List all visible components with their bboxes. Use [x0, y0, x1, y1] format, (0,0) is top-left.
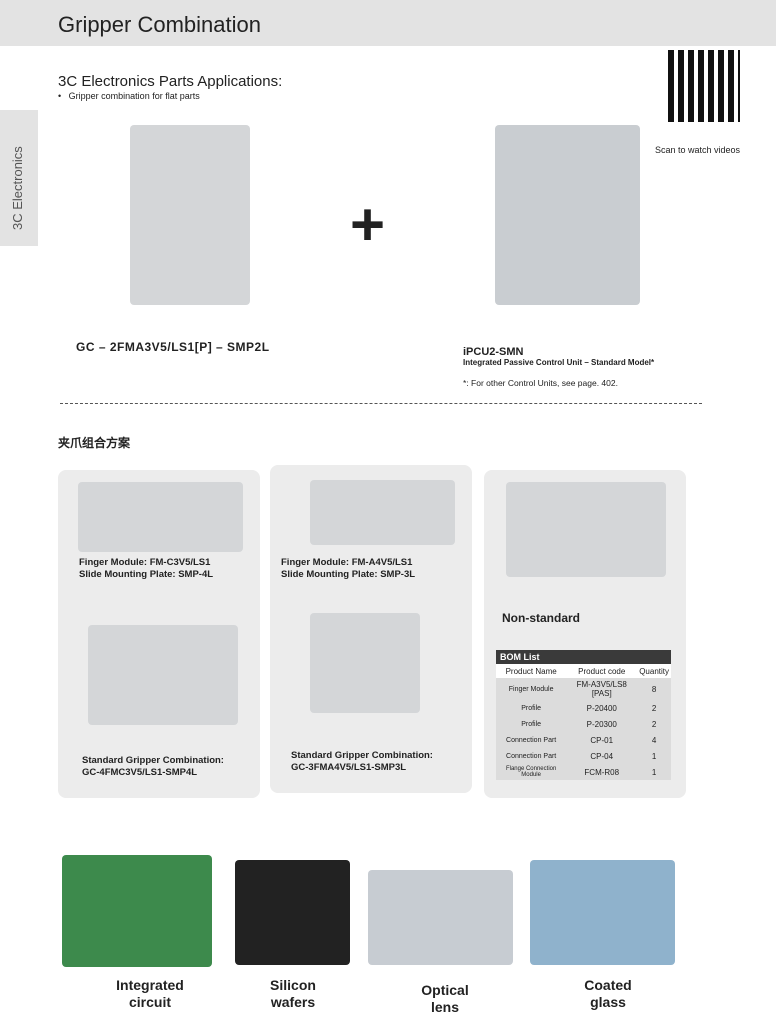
glass-image — [530, 860, 675, 965]
app-caption: Integrated circuit — [116, 977, 184, 1010]
section-title: 夹爪组合方案 — [58, 436, 131, 450]
app-caption: Silicon wafers — [270, 977, 316, 1010]
plus-icon: + — [350, 191, 386, 258]
nonstandard-label: Non-standard — [502, 611, 580, 625]
qr-caption: Scan to watch videos — [655, 145, 741, 155]
finger-module: Finger Module: FM-C3V5/LS1 — [79, 557, 211, 568]
combo-label: Standard Gripper Combination: — [291, 750, 433, 761]
side-tab-label: 3C Electronics — [10, 146, 25, 230]
combo-model: GC-3FMA4V5/LS1-SMP3L — [291, 762, 407, 773]
side-tab: 3C Electronics — [0, 110, 38, 246]
combo-model: GC-4FMC3V5/LS1-SMP4L — [82, 767, 198, 778]
nonstandard-image — [506, 482, 666, 577]
col-header: Quantity — [637, 664, 671, 678]
control-desc: Integrated Passive Control Unit – Standa… — [463, 358, 655, 367]
finger-module: Finger Module: FM-A4V5/LS1 — [281, 557, 413, 568]
gripper-image — [130, 125, 250, 305]
qr-code-icon[interactable] — [668, 50, 740, 122]
control-model: iPCU2-SMN — [463, 346, 524, 358]
mounting-plate: Slide Mounting Plate: SMP-3L — [281, 569, 416, 580]
module-image — [310, 480, 455, 545]
app-caption: Optical lens — [421, 982, 469, 1015]
app-caption: Coated glass — [584, 977, 632, 1010]
intro-bullet: • Gripper combination for flat parts — [58, 91, 200, 101]
module-image — [78, 482, 243, 552]
header-bar — [0, 0, 776, 46]
col-header: Product Name — [496, 664, 567, 678]
mounting-plate: Slide Mounting Plate: SMP-4L — [79, 569, 214, 580]
gripper-model: GC – 2FMA3V5/LS1[P] – SMP2L — [76, 340, 270, 354]
combination-image — [310, 613, 420, 713]
control-unit-image — [495, 125, 640, 305]
control-note: *: For other Control Units, see page. 40… — [463, 378, 618, 388]
combination-image — [88, 625, 238, 725]
page-title: Gripper Combination — [58, 12, 261, 37]
col-header: Product code — [566, 664, 638, 678]
wafer-image — [235, 860, 350, 965]
circuit-image — [62, 855, 212, 967]
divider — [60, 403, 702, 404]
intro-heading: 3C Electronics Parts Applications: — [58, 73, 283, 90]
bom-title: BOM List — [496, 650, 671, 664]
combo-label: Standard Gripper Combination: — [82, 755, 224, 766]
lens-image — [368, 870, 513, 965]
